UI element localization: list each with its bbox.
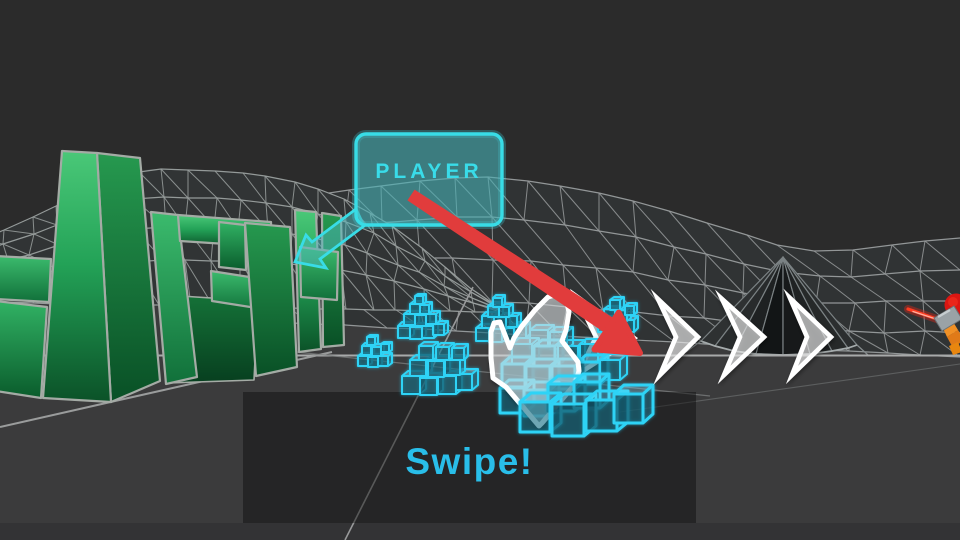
cube-cluster <box>397 293 449 340</box>
callout-arrow-icon <box>293 206 366 271</box>
chevron-right-icon <box>650 288 702 385</box>
enemy-robot-laser <box>904 293 960 355</box>
cube-cluster <box>357 334 393 368</box>
cube-cluster <box>401 341 479 396</box>
player-callout <box>293 130 506 271</box>
cube-cluster <box>518 372 655 438</box>
chevron-right-icon <box>783 288 835 385</box>
player-callout-box <box>354 132 504 227</box>
chevron-right-icon <box>714 289 768 385</box>
red-guide-arrow-icon <box>407 189 643 356</box>
